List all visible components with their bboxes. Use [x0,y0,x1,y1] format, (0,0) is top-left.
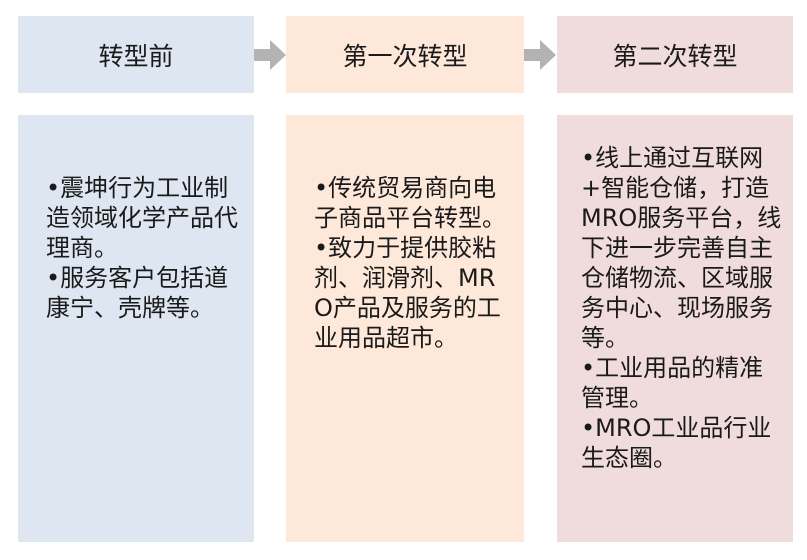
bullet-item: •工业用品的精准管理。 [581,354,764,412]
stage-header-first: 第一次转型 [286,16,524,93]
bullet-item: •震坤行为工业制造领域化学产品代理商。 [46,174,238,262]
bullet-item: •服务客户包括道康宁、壳牌等。 [46,264,229,322]
stage-header-before: 转型前 [18,16,254,93]
stage-header-second: 第二次转型 [557,16,793,93]
stage-title: 转型前 [98,41,174,71]
bullet-item: •致力于提供胶粘剂、润滑剂、MRO产品及服务的工业用品超市。 [314,234,501,352]
right-arrow-icon [524,40,556,70]
stage-body-first: •传统贸易商向电子商品平台转型。 •致力于提供胶粘剂、润滑剂、MRO产品及服务的… [286,115,524,542]
bullet-item: •线上通过互联网+智能仓储，打造MRO服务平台，线下进一步完善自主仓储物流、区域… [581,144,782,352]
right-arrow-icon [254,40,286,70]
stage-body-second: •线上通过互联网+智能仓储，打造MRO服务平台，线下进一步完善自主仓储物流、区域… [557,115,793,542]
bullet-item: •传统贸易商向电子商品平台转型。 [314,174,506,232]
stage-body-before: •震坤行为工业制造领域化学产品代理商。 •服务客户包括道康宁、壳牌等。 [18,115,254,542]
stage-title: 第二次转型 [612,41,738,71]
bullet-item: •MRO工业品行业生态圈。 [581,414,772,472]
stage-title: 第一次转型 [342,41,468,71]
